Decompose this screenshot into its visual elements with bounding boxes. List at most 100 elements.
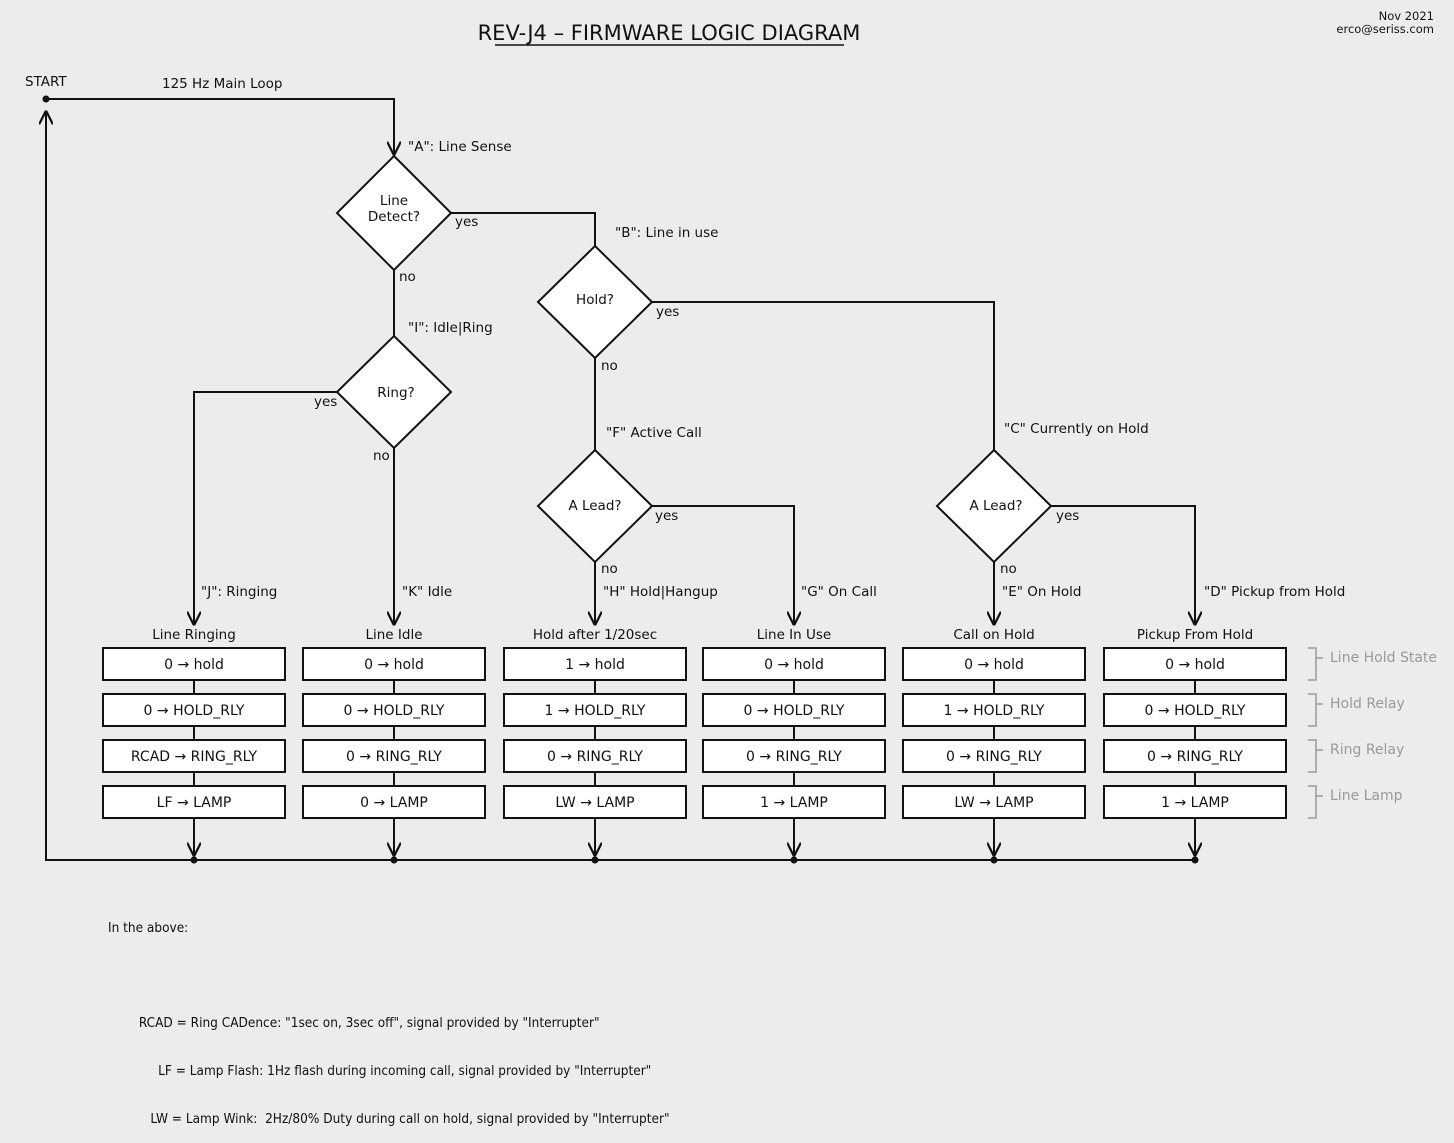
legend-bracket [1308, 785, 1323, 819]
junction-dot [390, 856, 398, 864]
decision-b-no: no [601, 358, 618, 374]
diagram-canvas: REV-J4 – FIRMWARE LOGIC DIAGRAM Nov 2021… [25, 9, 1437, 1127]
decision-f-yes: yes [655, 508, 678, 524]
state-label: "K" Idle [402, 584, 452, 600]
state-box-text: 0 → hold [764, 657, 824, 673]
state-box [102, 693, 286, 727]
i-yes-line [194, 391, 337, 624]
legend-bracket [1308, 647, 1323, 681]
state-box-text: 0 → RING_RLY [746, 749, 842, 765]
legend-bracket [1308, 739, 1323, 773]
section-a-label: "A": Line Sense [408, 139, 512, 155]
legend-label: Hold Relay [1330, 696, 1405, 712]
section-b-label: "B": Line in use [615, 225, 718, 241]
legend-label: Ring Relay [1330, 742, 1404, 758]
state-box-text: 0 → LAMP [360, 795, 428, 811]
state-box-text: RCAD → RING_RLY [131, 749, 258, 765]
b-yes-line [652, 301, 995, 450]
state-label: "E" On Hold [1002, 584, 1081, 600]
state-box-text: 0 → RING_RLY [946, 749, 1042, 765]
state-box [902, 647, 1086, 681]
section-i-label: "I": Idle|Ring [408, 320, 493, 336]
state-box [702, 647, 886, 681]
state-label: "J": Ringing [201, 584, 277, 600]
state-box-text: 0 → HOLD_RLY [1145, 703, 1246, 719]
state-box [302, 785, 486, 819]
decision-c-text: A Lead? [969, 498, 1022, 514]
decision-i-yes: yes [314, 394, 337, 410]
column-title: Line Idle [365, 627, 422, 643]
state-box-text: 0 → hold [1165, 657, 1225, 673]
state-box-text: 1 → HOLD_RLY [545, 703, 646, 719]
column-title: Hold after 1/20sec [533, 627, 657, 643]
state-box [1103, 693, 1287, 727]
state-box-text: 0 → hold [164, 657, 224, 673]
f-yes-line [652, 505, 794, 624]
junction-dot [1191, 856, 1199, 864]
column-title: Call on Hold [953, 627, 1034, 643]
state-box [503, 647, 687, 681]
header-date: Nov 2021 [1379, 9, 1434, 23]
header-email: erco@seriss.com [1336, 22, 1434, 36]
state-box-text: 1 → LAMP [760, 795, 828, 811]
state-label: "G" On Call [801, 584, 877, 600]
state-box [102, 739, 286, 773]
state-box [102, 647, 286, 681]
decision-c-no: no [1000, 561, 1017, 577]
state-label: "D" Pickup from Hold [1204, 584, 1345, 600]
note-lw: LW = Lamp Wink: 2Hz/80% Duty during call… [108, 1111, 670, 1127]
state-box [302, 739, 486, 773]
start-label: START [25, 74, 67, 90]
state-box-text: 0 → hold [964, 657, 1024, 673]
state-box [902, 693, 1086, 727]
decision-a-yes: yes [455, 214, 478, 230]
state-box [1103, 739, 1287, 773]
decision-f-no: no [601, 561, 618, 577]
state-box-text: 1 → HOLD_RLY [944, 703, 1045, 719]
diagram-title: REV-J4 – FIRMWARE LOGIC DIAGRAM [478, 21, 861, 45]
state-box-text: LF → LAMP [157, 795, 232, 811]
state-box [1103, 785, 1287, 819]
state-box-text: LW → LAMP [555, 795, 634, 811]
legend-label: Line Lamp [1330, 788, 1403, 804]
state-box-text: 0 → RING_RLY [547, 749, 643, 765]
main-loop-line [46, 98, 394, 154]
state-box [702, 739, 886, 773]
state-box-text: 0 → HOLD_RLY [144, 703, 245, 719]
decision-f-text: A Lead? [568, 498, 621, 514]
state-box-text: 0 → HOLD_RLY [344, 703, 445, 719]
note-lf: LF = Lamp Flash: 1Hz flash during incomi… [108, 1063, 652, 1079]
state-box [702, 693, 886, 727]
decision-a-no: no [399, 269, 416, 285]
state-box [503, 739, 687, 773]
state-box-text: 1 → hold [565, 657, 625, 673]
notes: In the above: RCAD = Ring CADence: "1sec… [108, 888, 670, 1143]
junction-dot [591, 856, 599, 864]
state-box-text: 0 → RING_RLY [346, 749, 442, 765]
column-title: Line Ringing [152, 627, 236, 643]
legend-bracket [1308, 693, 1323, 727]
flowchart: REV-J4 – FIRMWARE LOGIC DIAGRAM Nov 2021… [25, 9, 1437, 864]
decision-c-yes: yes [1056, 508, 1079, 524]
state-box [503, 693, 687, 727]
decision-a-text-2: Detect? [368, 209, 420, 225]
decision-a-text-1: Line [380, 193, 408, 209]
a-yes-line [451, 212, 596, 246]
state-box-text: LW → LAMP [954, 795, 1033, 811]
state-box [702, 785, 886, 819]
decision-i-no: no [373, 448, 390, 464]
state-box-text: 0 → hold [364, 657, 424, 673]
state-box [102, 785, 286, 819]
state-box-text: 0 → HOLD_RLY [744, 703, 845, 719]
state-box-text: 0 → RING_RLY [1147, 749, 1243, 765]
decision-b-text: Hold? [576, 292, 614, 308]
state-box-text: 1 → LAMP [1161, 795, 1229, 811]
notes-heading: In the above: [108, 920, 189, 936]
return-loop-line [46, 112, 1195, 861]
state-box [302, 693, 486, 727]
c-yes-line [1051, 505, 1195, 624]
state-box [302, 647, 486, 681]
state-box [902, 785, 1086, 819]
